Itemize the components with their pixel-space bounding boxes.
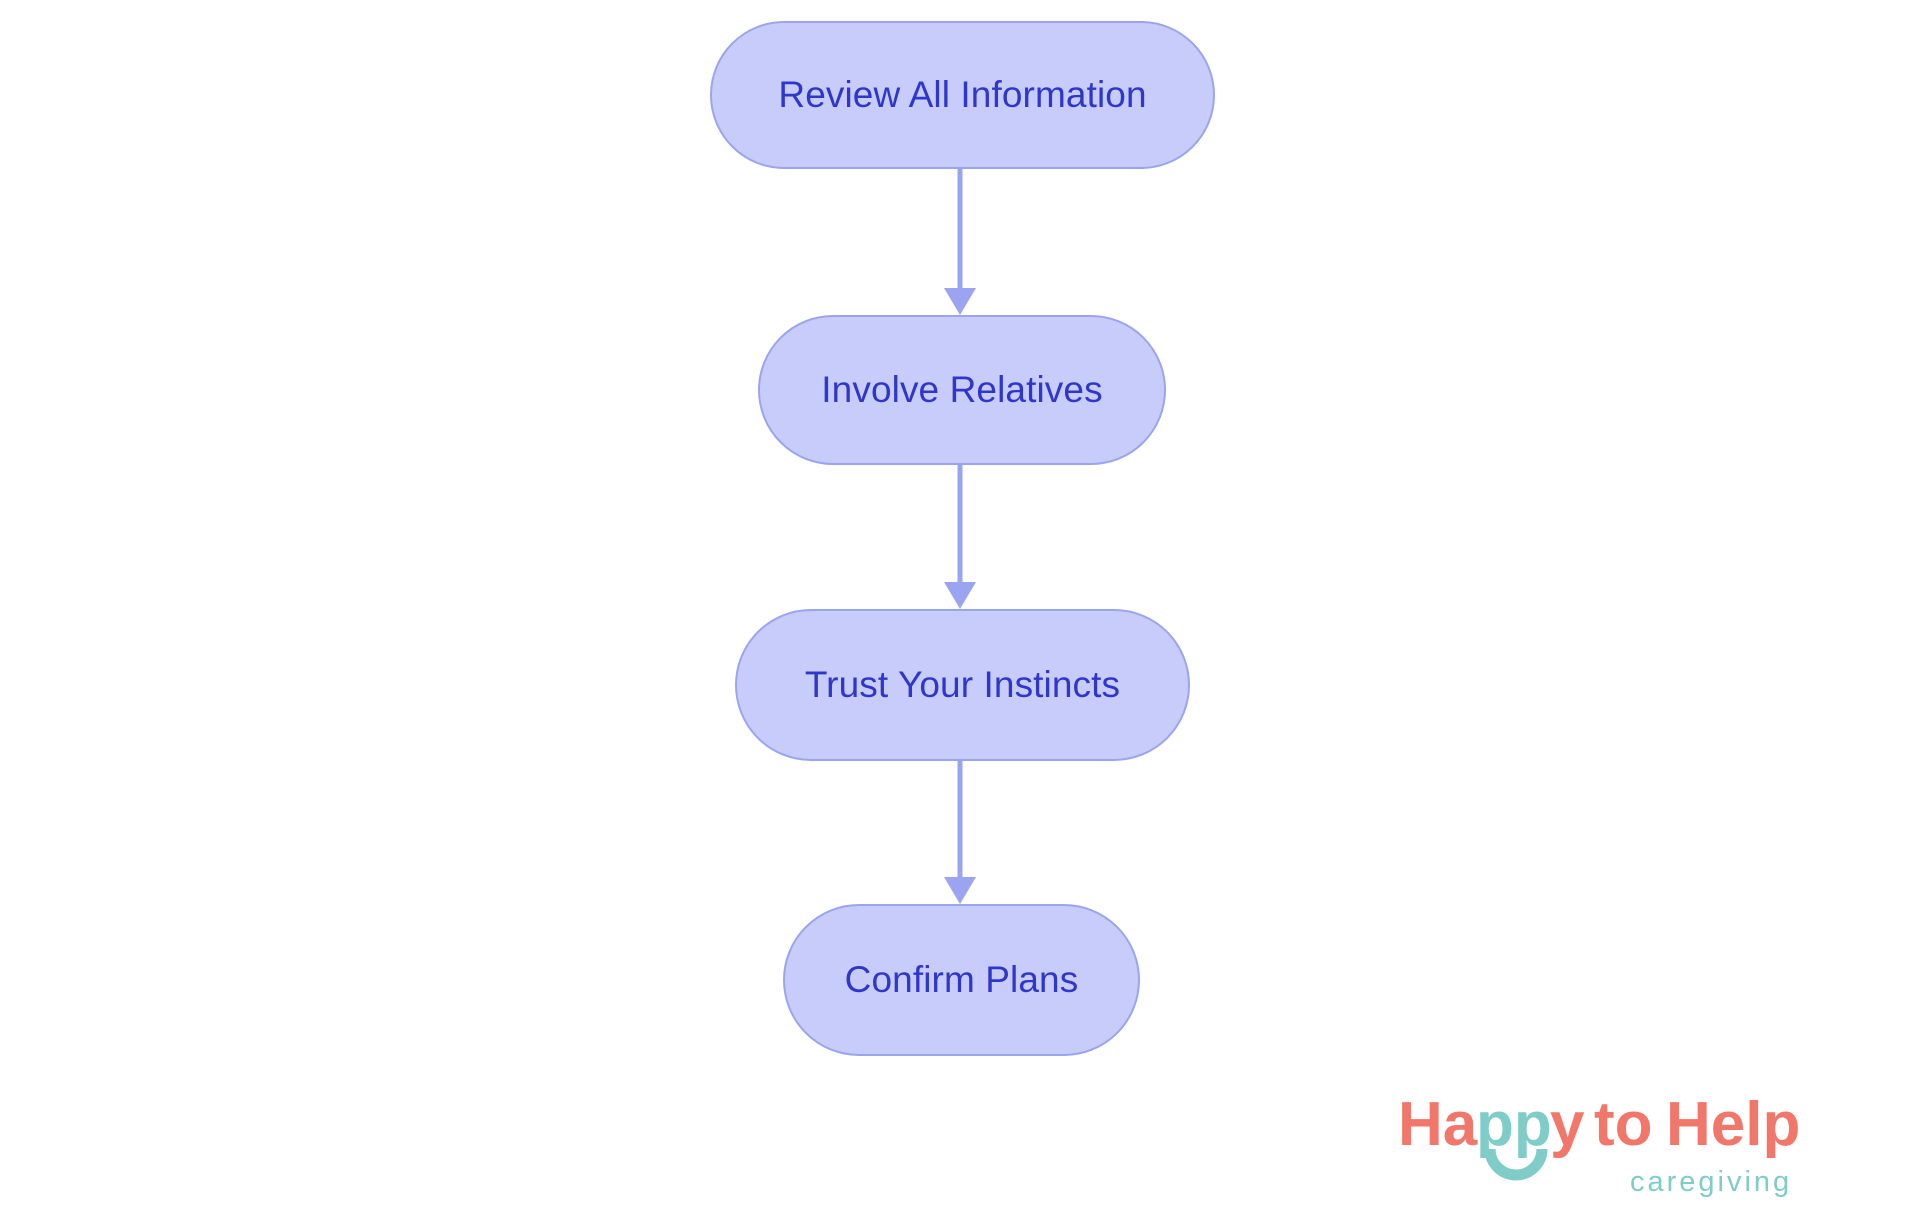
edge-review-to-involve: [944, 169, 976, 315]
logo-text-y: y: [1550, 1090, 1585, 1159]
flow-node-label: Confirm Plans: [844, 958, 1079, 1000]
logo-text-pp: pp: [1476, 1090, 1552, 1159]
logo-text-ha: Ha: [1398, 1090, 1478, 1159]
flow-node-trust-your-instincts[interactable]: Trust Your Instincts: [735, 609, 1190, 761]
flow-node-label: Trust Your Instincts: [804, 663, 1121, 705]
brand-logo: Ha pp y to Help caregiving: [1398, 1090, 1800, 1198]
logo-text-help: Help: [1666, 1090, 1800, 1159]
flow-node-review-all-information[interactable]: Review All Information: [710, 21, 1215, 169]
edge-trust-to-confirm: [944, 761, 976, 904]
flow-node-confirm-plans[interactable]: Confirm Plans: [783, 904, 1140, 1056]
edge-involve-to-trust: [944, 465, 976, 609]
logo-text-to: to: [1594, 1090, 1653, 1159]
flow-node-label: Review All Information: [778, 73, 1147, 115]
smile-arc-icon: [1484, 1148, 1548, 1181]
flow-node-involve-relatives[interactable]: Involve Relatives: [758, 315, 1166, 465]
logo-tagline: caregiving: [1630, 1166, 1792, 1198]
flow-node-label: Involve Relatives: [821, 368, 1103, 410]
